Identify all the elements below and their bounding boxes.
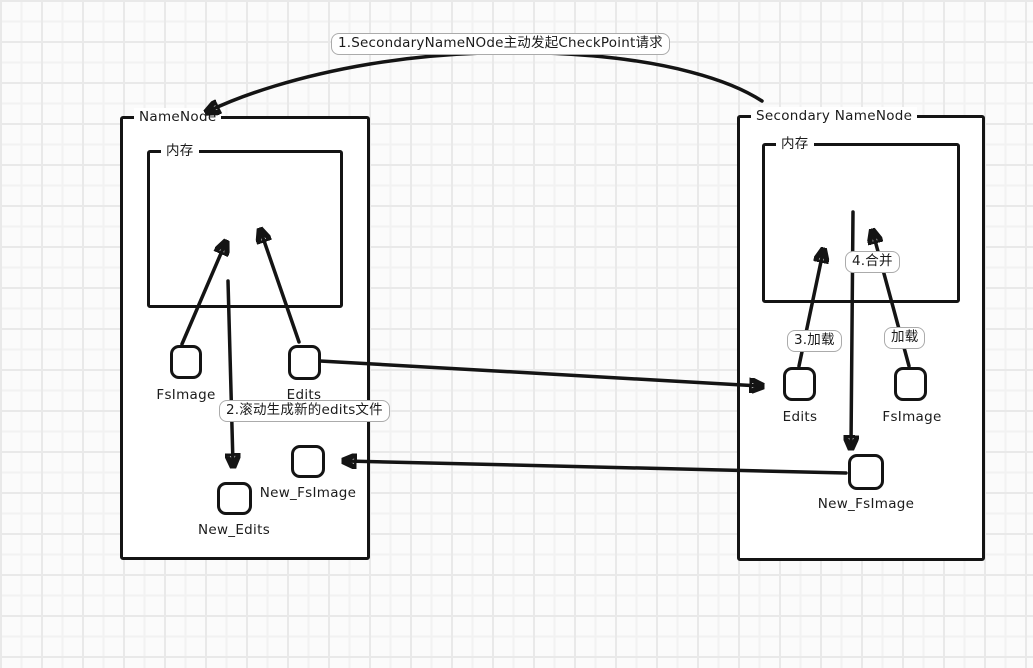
- namenode-fsimage-node: [170, 345, 202, 379]
- namenode-memory-box: 内存: [147, 142, 343, 308]
- namenode-new-edits-node: [217, 482, 252, 515]
- step2-label: 2.滚动生成新的edits文件: [219, 400, 390, 422]
- secondary-fsimage-label: FsImage: [882, 409, 942, 425]
- secondary-memory-box: 内存: [762, 135, 960, 303]
- namenode-fsimage-label: FsImage: [156, 387, 216, 403]
- secondary-fsimage-node: [894, 367, 927, 401]
- namenode-new-fsimage-label: New_FsImage: [259, 485, 357, 501]
- arrow-edits-to-secondary: [318, 359, 760, 386]
- step4-label: 4.合并: [845, 251, 900, 273]
- secondary-new-fsimage-node: [848, 454, 884, 490]
- step3-label: 3.加载: [787, 330, 842, 352]
- namenode-new-edits-label: New_Edits: [197, 522, 271, 538]
- secondary-new-fsimage-label: New_FsImage: [817, 496, 915, 512]
- namenode-memory-label: 内存: [161, 142, 199, 161]
- secondary-edits-label: Edits: [782, 409, 818, 425]
- namenode-edits-node: [288, 345, 321, 380]
- load-label: 加载: [884, 327, 926, 349]
- step1-label: 1.SecondaryNameNOde主动发起CheckPoint请求: [331, 33, 670, 55]
- namenode-edits-label: Edits: [286, 387, 322, 403]
- namenode-new-fsimage-node: [291, 445, 325, 478]
- arrow-checkpoint-request: [209, 50, 764, 111]
- secondary-namenode-title: Secondary NameNode: [751, 107, 918, 126]
- secondary-edits-node: [783, 367, 816, 401]
- secondary-memory-label: 内存: [776, 135, 814, 154]
- namenode-title: NameNode: [134, 108, 222, 127]
